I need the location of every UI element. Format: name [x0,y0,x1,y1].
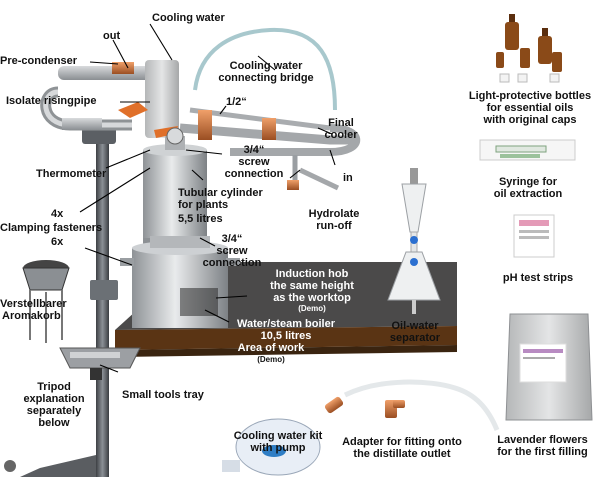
tools-tray [59,347,141,380]
ph-test-strips [513,214,555,258]
boiler-pot [120,236,240,328]
label-screw-top: 3/4“ screw connection [222,144,286,180]
label-screw-top-line1: 3/4“ [243,144,265,156]
label-tripod-line1: Tripod [37,381,71,393]
label-screw-bottom-line2: screw [216,245,248,257]
label-small-tools-tray: Small tools tray [122,389,204,401]
label-oil-sep-line2: separator [389,332,441,344]
label-tripod-line3: separately [26,405,82,417]
label-clamping-6x: 6x [51,236,64,248]
label-final-cooler: Final cooler [316,117,366,141]
label-syringe-line2: oil extraction [493,188,563,200]
label-screw-top-line3: connection [224,168,284,180]
label-hydrolate-line2: run-off [316,220,352,232]
label-oil-separator: Oil-water separator [383,320,447,344]
cooling-water-kit [222,418,321,476]
label-clamping-fasteners: Clamping fasteners [0,222,103,234]
label-tubular-line1: Tubular cylinder [178,187,263,199]
label-bottles-line2: for essential oils [486,102,574,114]
label-lavender-line2: for the first filling [497,446,588,458]
syringe [479,139,576,161]
label-final-cooler-line1: Final [328,117,354,129]
label-tubular-line2: for plants [178,199,229,211]
label-hydrolate-line1: Hydrolate [308,208,360,220]
label-lavender-line1: Lavender flowers [497,434,588,446]
label-pre-condenser: Pre-condenser [0,55,78,67]
label-thermometer: Thermometer [36,168,107,180]
label-induction-line1: Induction hob [275,268,349,280]
condenser-pipes [40,27,361,191]
label-cooling-bridge: Cooling water connecting bridge [206,60,326,84]
label-induction-line3: as the worktop [273,292,351,304]
label-cooling-bridge-line2: connecting bridge [218,72,314,84]
label-tripod: Tripod explanation separately below [18,381,90,429]
label-induction-demo: (Demo) [298,304,326,313]
label-area-of-work: Area of work [237,342,305,354]
label-tripod-line2: explanation [23,393,85,405]
label-lavender: Lavender flowers for the first filling [485,434,600,458]
label-light-bottles: Light-protective bottles for essential o… [460,90,600,126]
leader-lines [79,23,336,373]
label-adapter-line1: Adapter for fitting onto [342,436,462,448]
label-tubular-cylinder: Tubular cylinder for plants 5,5 litres [178,187,263,225]
label-screw-bottom: 3/4“ screw connection [200,233,264,269]
label-screw-bottom-line1: 3/4“ [221,233,243,245]
label-hydrolate: Hydrolate run-off [294,208,374,232]
label-induction-line2: the same height [270,280,354,292]
label-adapter-line2: the distillate outlet [353,448,451,460]
label-aroma-basket: Verstellbarer Aromakorb [0,298,67,322]
oil-water-separator [387,168,441,314]
label-half-inch: 1/2“ [226,96,247,108]
label-screw-bottom-line3: connection [202,257,262,269]
label-ph-strips: pH test strips [502,272,574,284]
label-area-demo: (Demo) [257,355,285,364]
label-cooling-kit: Cooling water kit with pump [222,430,334,454]
label-final-cooler-line2: cooler [324,129,358,141]
label-syringe: Syringe for oil extraction [478,176,578,200]
lavender-bag [505,313,593,421]
label-syringe-line1: Syringe for [498,176,558,188]
label-cooling-kit-line2: with pump [250,442,306,454]
amber-bottles [496,14,562,83]
tubular-cylinder [143,127,207,244]
label-cooling-water: Cooling water [152,12,225,24]
label-boiler-line2: 10,5 litres [260,330,312,342]
label-isolate-risingpipe: Isolate risingpipe [6,95,97,107]
label-adapter: Adapter for fitting onto the distillate … [332,436,472,460]
label-out: out [103,30,121,42]
label-aroma-line2: Aromakorb [2,310,61,322]
tripod-stand [4,120,118,477]
label-oil-sep-line1: Oil-water [391,320,439,332]
adapter-and-hose [324,379,500,431]
aroma-basket [22,260,70,343]
label-in: in [343,172,353,184]
label-cooling-kit-line1: Cooling water kit [233,430,323,442]
label-boiler: Water/steam boiler 10,5 litres [226,318,346,342]
label-induction-hob: Induction hob the same height as the wor… [252,268,372,313]
label-cooling-bridge-line1: Cooling water [229,60,303,72]
label-tripod-line4: below [38,417,70,429]
label-clamping-4x: 4x [51,208,64,220]
label-bottles-line1: Light-protective bottles [468,90,592,102]
label-bottles-line3: with original caps [483,114,577,126]
label-aroma-line1: Verstellbarer [0,298,67,310]
label-screw-top-line2: screw [238,156,270,168]
label-boiler-line1: Water/steam boiler [236,318,335,330]
label-tubular-line3: 5,5 litres [178,213,223,225]
